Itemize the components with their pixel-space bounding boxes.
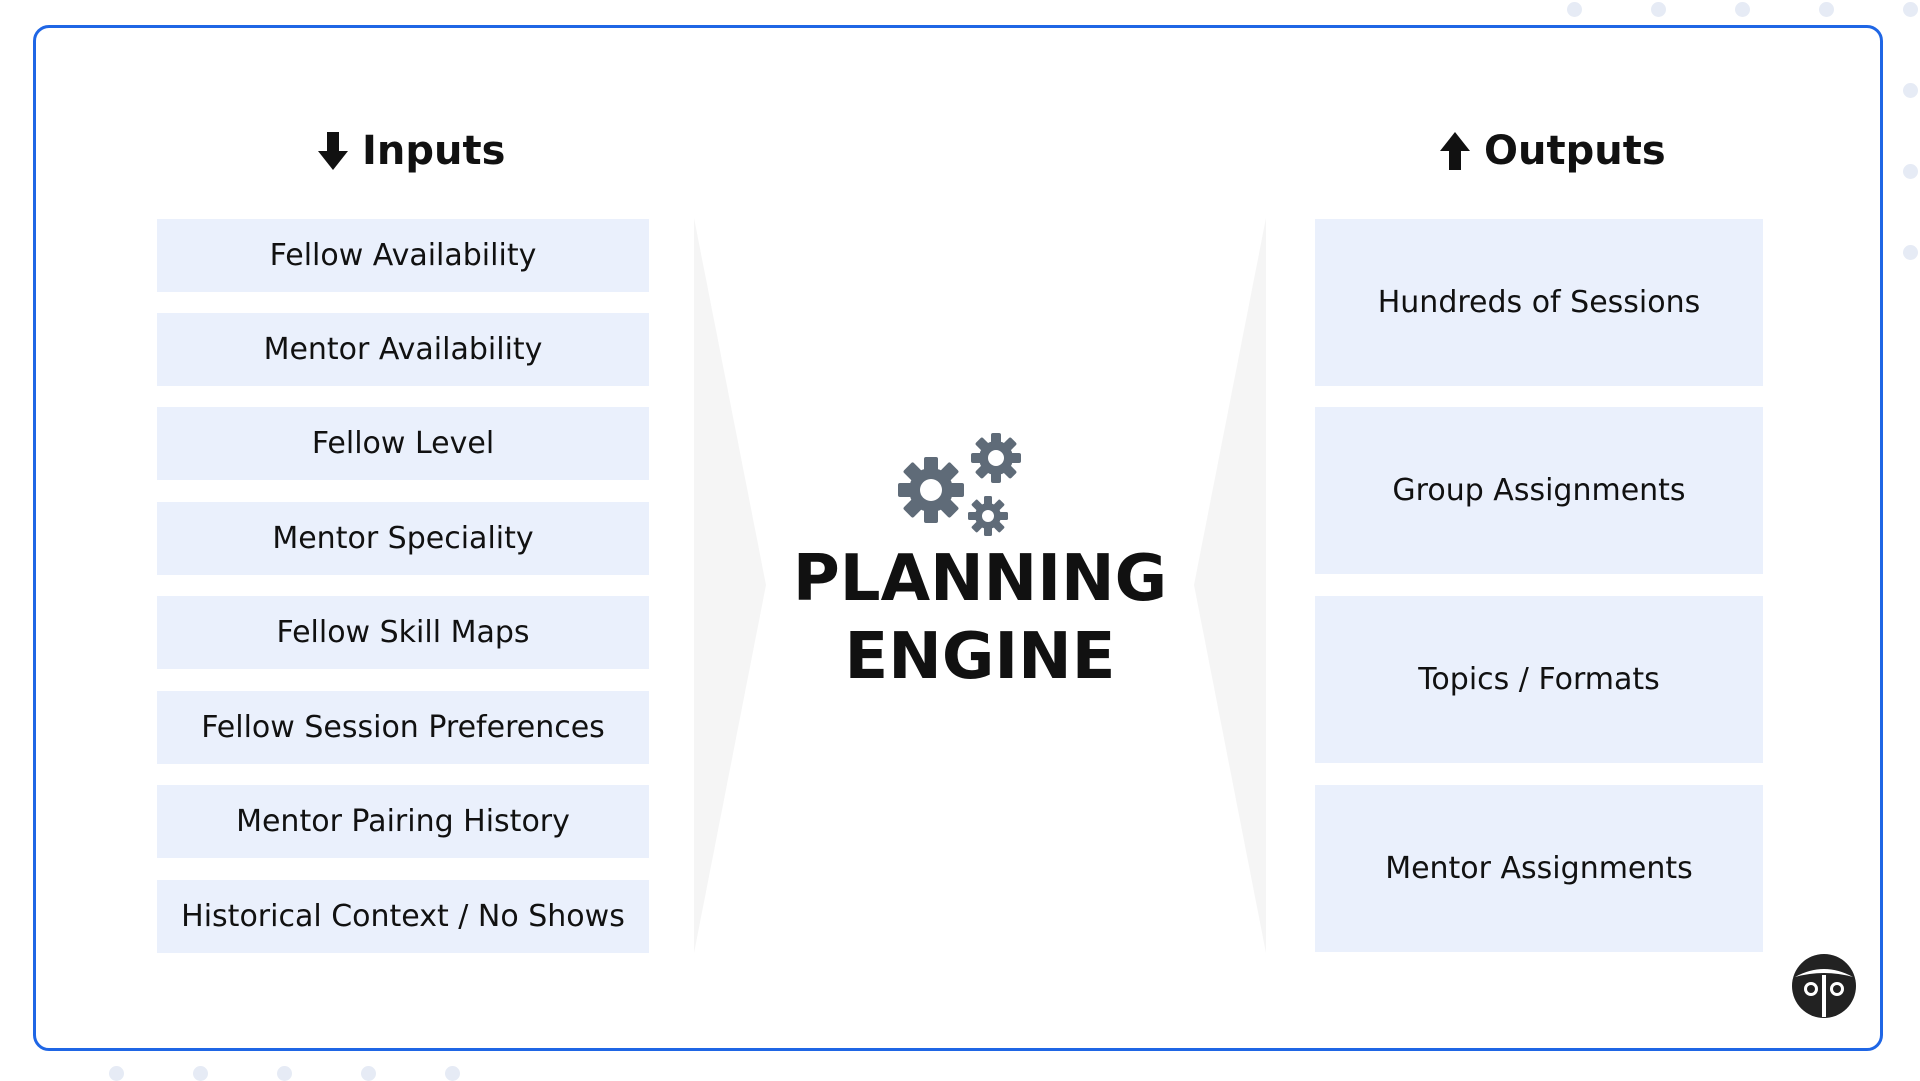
output-item: Hundreds of Sessions	[1315, 219, 1763, 386]
output-item: Mentor Assignments	[1315, 785, 1763, 952]
input-item: Mentor Speciality	[157, 502, 649, 575]
engine-title-line1: PLANNING	[792, 542, 1168, 616]
input-item: Fellow Level	[157, 407, 649, 480]
output-item: Group Assignments	[1315, 407, 1763, 574]
outputs-heading-label: Outputs	[1484, 128, 1666, 174]
input-item: Fellow Skill Maps	[157, 596, 649, 669]
inputs-heading: Inputs	[318, 128, 505, 174]
chevron-right-shape	[694, 218, 766, 953]
input-item: Mentor Availability	[157, 313, 649, 386]
gears-icon	[898, 433, 1021, 536]
arrow-down-icon	[318, 132, 348, 170]
input-item: Fellow Availability	[157, 219, 649, 292]
chevron-left-shape	[1194, 218, 1266, 953]
outputs-heading: Outputs	[1440, 128, 1666, 174]
input-item: Historical Context / No Shows	[157, 880, 649, 953]
arrow-up-icon	[1440, 132, 1470, 170]
engine-title-line2: ENGINE	[844, 620, 1116, 694]
brand-logo-icon	[1792, 954, 1856, 1018]
input-item: Fellow Session Preferences	[157, 691, 649, 764]
output-item: Topics / Formats	[1315, 596, 1763, 763]
input-item: Mentor Pairing History	[157, 785, 649, 858]
planning-engine-title: PLANNING ENGINE	[760, 540, 1200, 696]
inputs-heading-label: Inputs	[362, 128, 506, 174]
